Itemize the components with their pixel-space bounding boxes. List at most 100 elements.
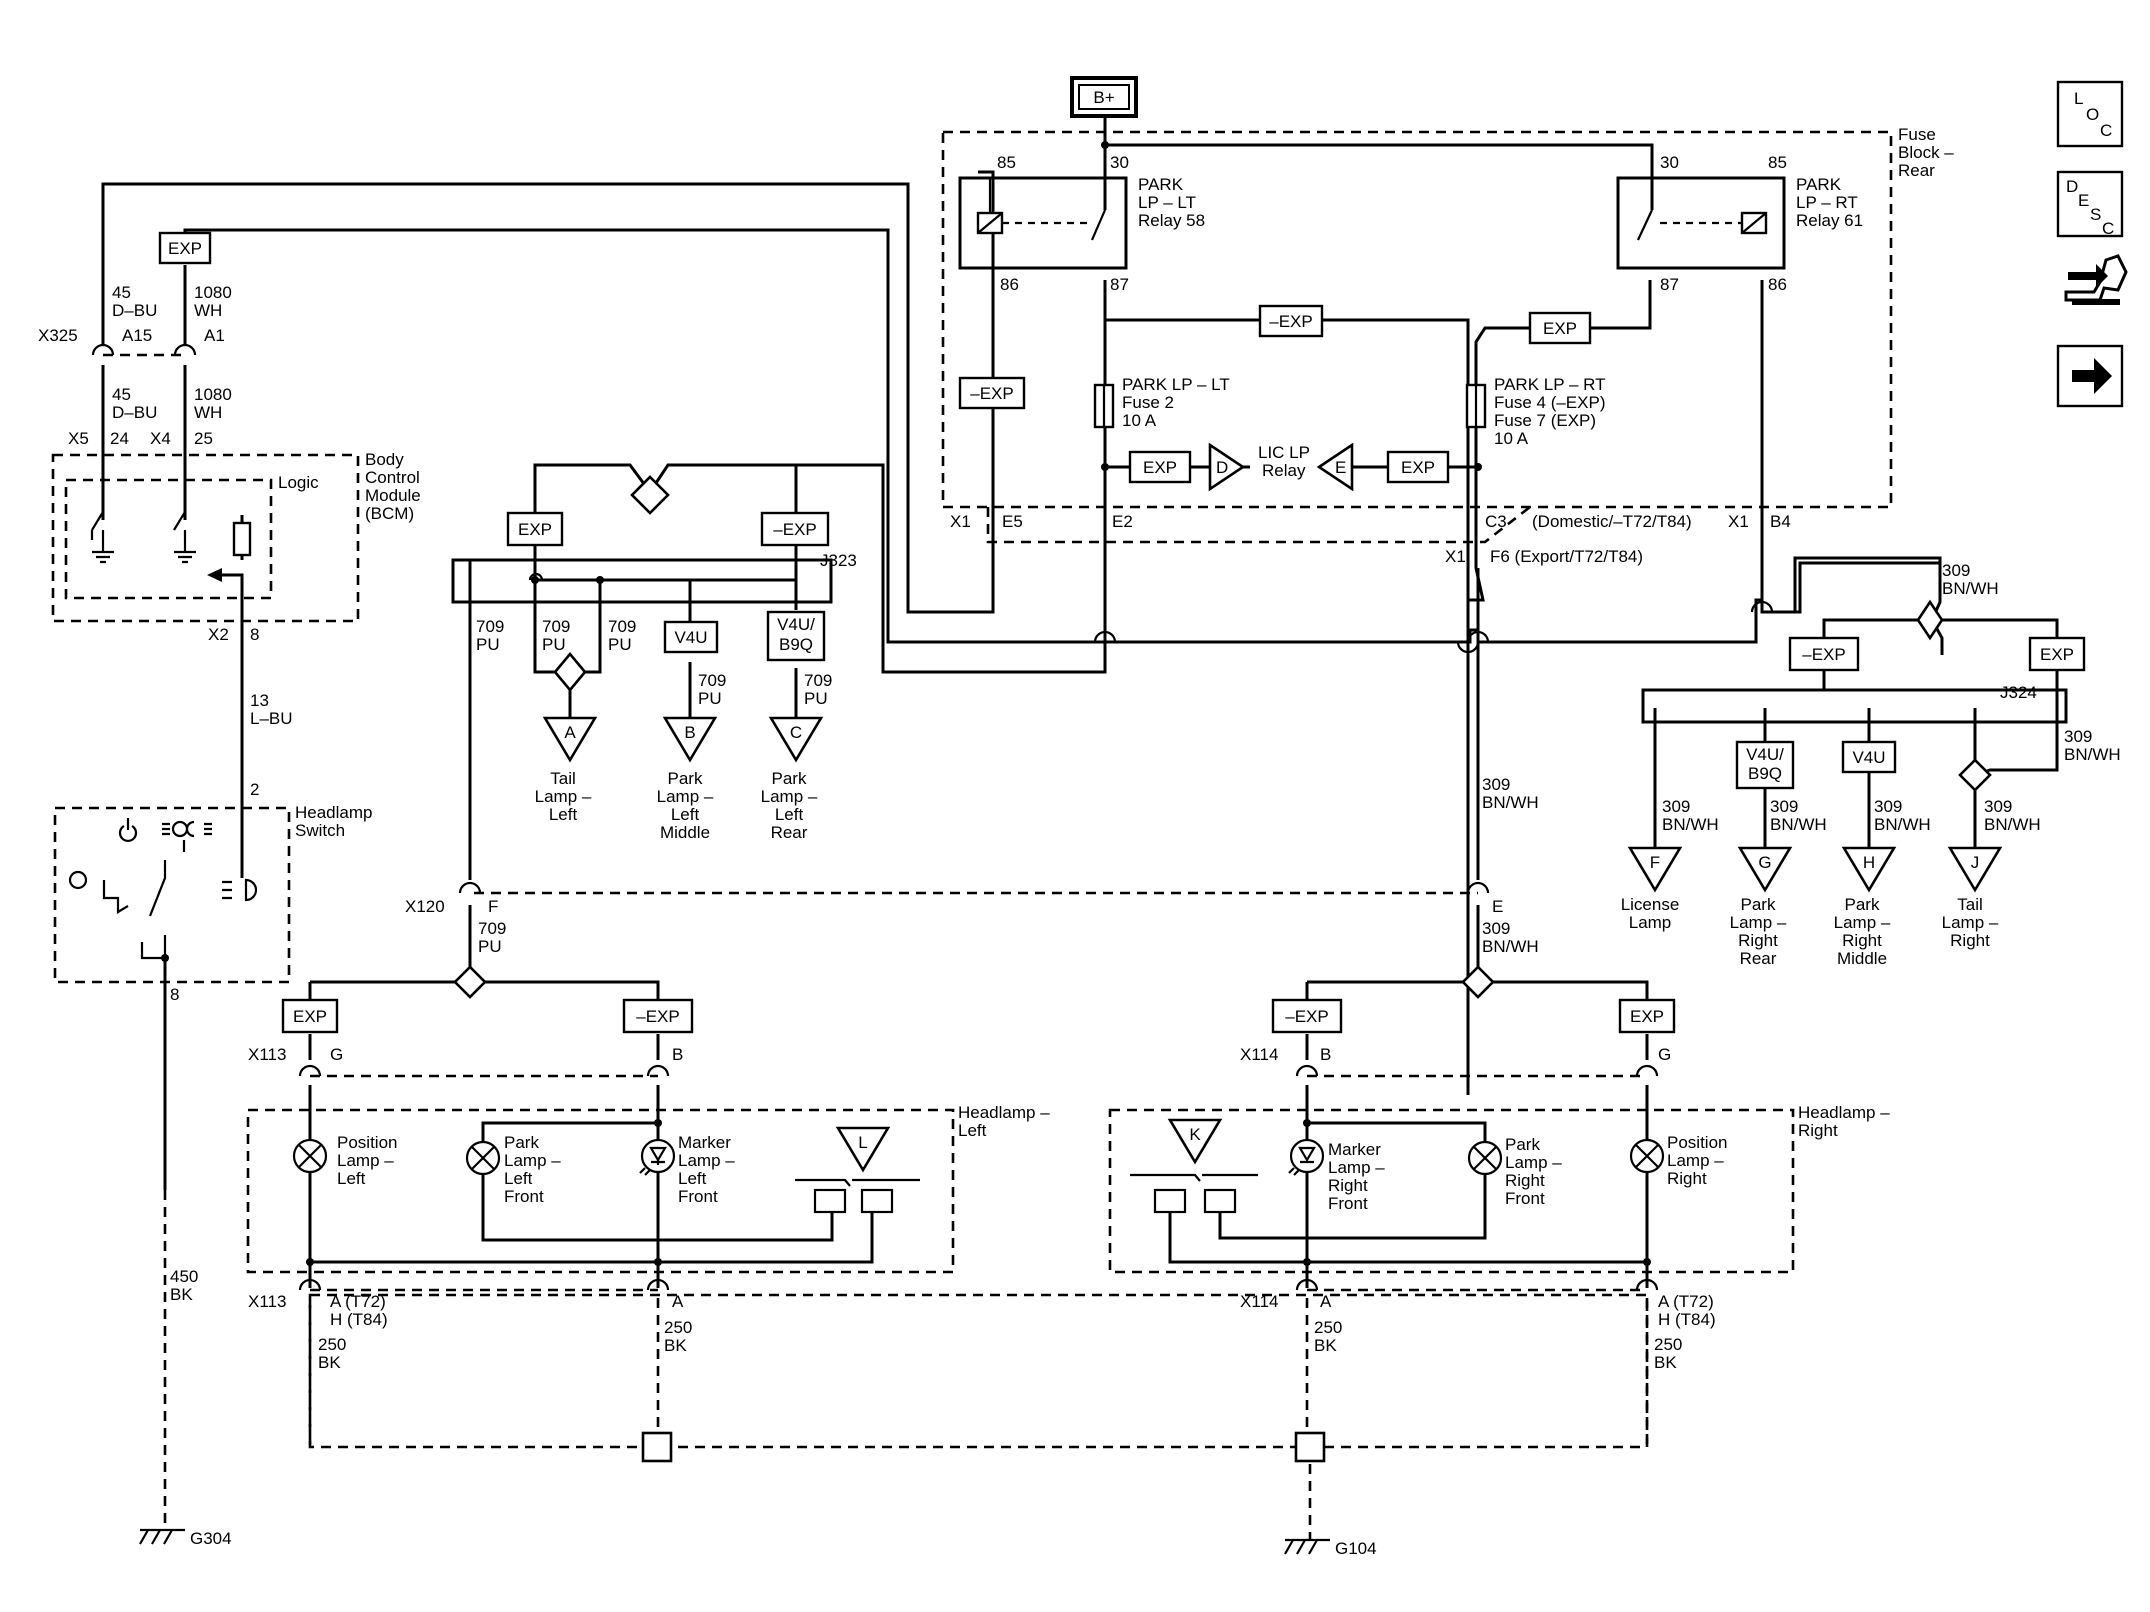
- wire-709-e-2: PU: [804, 689, 828, 708]
- fuse-block-label-2: Block –: [1898, 143, 1954, 162]
- wire-709-c-2: PU: [608, 635, 632, 654]
- x113-ga-1: A (T72): [330, 1292, 386, 1311]
- svg-text:Tail: Tail: [550, 769, 576, 788]
- relay-61-pin-85: 85: [1768, 153, 1787, 172]
- relay-58-name-2: LP – LT: [1138, 193, 1196, 212]
- splice-diamonds: [453, 475, 1992, 999]
- headlamp-switch-contacts: [102, 860, 167, 960]
- svg-text:Front: Front: [1505, 1189, 1545, 1208]
- badge-nexp-x113b: –EXP: [622, 998, 694, 1034]
- w250-d-2: BK: [1654, 1353, 1677, 1372]
- bplus-label: B+: [1093, 88, 1114, 107]
- wire-709-b-2: PU: [542, 635, 566, 654]
- desc-letter-s: S: [2090, 205, 2101, 224]
- wire-709-split: [310, 968, 660, 1000]
- lic-relay-label-2: Relay: [1262, 461, 1306, 480]
- relay-58-name-1: PARK: [1138, 175, 1184, 194]
- svg-text:Lamp –: Lamp –: [504, 1151, 561, 1170]
- pin-b4: B4: [1770, 512, 1791, 531]
- ref-k: K: [1167, 1118, 1223, 1165]
- headlamp-switch-label-2: Switch: [295, 821, 345, 840]
- x1-lower: X1: [1445, 547, 1466, 566]
- wire-309-side-2: BN/WH: [2064, 745, 2121, 764]
- svg-text:Lamp –: Lamp –: [1667, 1151, 1724, 1170]
- connector-icon: [2068, 264, 2108, 288]
- svg-text:Lamp –: Lamp –: [761, 787, 818, 806]
- svg-text:Tail: Tail: [1957, 895, 1983, 914]
- wire-309-trunk-2: BN/WH: [1482, 793, 1539, 812]
- ref-c: C: [768, 716, 824, 763]
- headlamp-left-label-1: Headlamp –: [958, 1103, 1050, 1122]
- badge-exp-bcm: EXP: [158, 231, 212, 265]
- x120-309-1: 309: [1482, 919, 1510, 938]
- fuse-block-label-1: Fuse: [1898, 125, 1936, 144]
- svg-text:Right: Right: [1950, 931, 1990, 950]
- relay-58-pin-86: 86: [1000, 275, 1019, 294]
- svg-text:G: G: [1758, 853, 1771, 872]
- ref-b: B: [662, 716, 718, 763]
- svg-text:Right: Right: [1328, 1176, 1368, 1195]
- lic-relay-e: E: [1335, 458, 1346, 477]
- svg-text:Left: Left: [775, 805, 804, 824]
- svg-text:V4U/: V4U/: [777, 615, 815, 634]
- svg-text:V4U: V4U: [674, 628, 707, 647]
- pin-c3: C3: [1485, 512, 1507, 531]
- wire-450-2: BK: [170, 1285, 193, 1304]
- connector-pins-l: [795, 1178, 920, 1214]
- junction-dots: [161, 141, 1651, 1266]
- wire-45-top-2: D–BU: [112, 301, 157, 320]
- j323-label: J323: [820, 551, 857, 570]
- x113-g: G: [330, 1045, 343, 1064]
- loc-letter-o: O: [2086, 105, 2099, 124]
- wire-309-f-1: 309: [1662, 797, 1690, 816]
- wire-hl-right-park: [1218, 1121, 1487, 1240]
- svg-text:EXP: EXP: [168, 239, 202, 258]
- svg-text:Middle: Middle: [1837, 949, 1887, 968]
- wire-j323-feed: [533, 463, 878, 513]
- wire-450-1: 450: [170, 1267, 198, 1286]
- wire-709-b-1: 709: [542, 617, 570, 636]
- svg-text:J: J: [1971, 853, 1980, 872]
- fuse-right-label-2: Fuse 4 (–EXP): [1494, 393, 1606, 412]
- svg-text:Lamp –: Lamp –: [1942, 913, 1999, 932]
- wire-709-c-1: 709: [608, 617, 636, 636]
- wire-j324-exp: [1942, 618, 2059, 638]
- x113-top: X113: [248, 1045, 286, 1064]
- badge-v4ub9q-j324: V4U/B9Q: [1735, 740, 1795, 790]
- bcm-label-1: Body: [365, 450, 404, 469]
- svg-text:Lamp –: Lamp –: [657, 787, 714, 806]
- svg-text:F: F: [1650, 853, 1660, 872]
- svg-text:Left: Left: [337, 1169, 366, 1188]
- svg-text:Position: Position: [1667, 1133, 1727, 1152]
- bcm-label-2: Control: [365, 468, 420, 487]
- desc-letter-e: E: [2078, 191, 2089, 210]
- ground-g304: G304: [190, 1529, 232, 1548]
- relay-61-name-1: PARK: [1796, 175, 1842, 194]
- svg-text:–EXP: –EXP: [970, 384, 1013, 403]
- headlamp-switch-label-1: Headlamp: [295, 803, 373, 822]
- relay-61-pin-86: 86: [1768, 275, 1787, 294]
- relay-61-pin-87: 87: [1660, 275, 1679, 294]
- loc-button[interactable]: L O C: [2056, 80, 2124, 148]
- svg-text:L: L: [858, 1133, 867, 1152]
- connector-view-button[interactable]: [2064, 254, 2128, 305]
- desc-button[interactable]: D E S C: [2056, 170, 2124, 238]
- wire-1080-top-2: WH: [194, 301, 222, 320]
- bcm-outline: [51, 453, 360, 623]
- svg-text:Marker: Marker: [1328, 1140, 1381, 1159]
- wire-45-dbu: [101, 170, 995, 614]
- parking-lamp-icon: [162, 820, 212, 838]
- ref-f: F: [1627, 846, 1683, 893]
- bcm-logic-outline: [64, 478, 273, 600]
- off-position-icon: [68, 870, 88, 890]
- svg-text:–EXP: –EXP: [773, 520, 816, 539]
- x120-label: X120: [405, 897, 445, 916]
- x4-label: X4: [150, 429, 171, 448]
- w250-d-1: 250: [1654, 1335, 1682, 1354]
- loc-letter-c: C: [2100, 121, 2112, 140]
- wire-309-h-2: BN/WH: [1874, 815, 1931, 834]
- next-page-button[interactable]: [2056, 344, 2124, 408]
